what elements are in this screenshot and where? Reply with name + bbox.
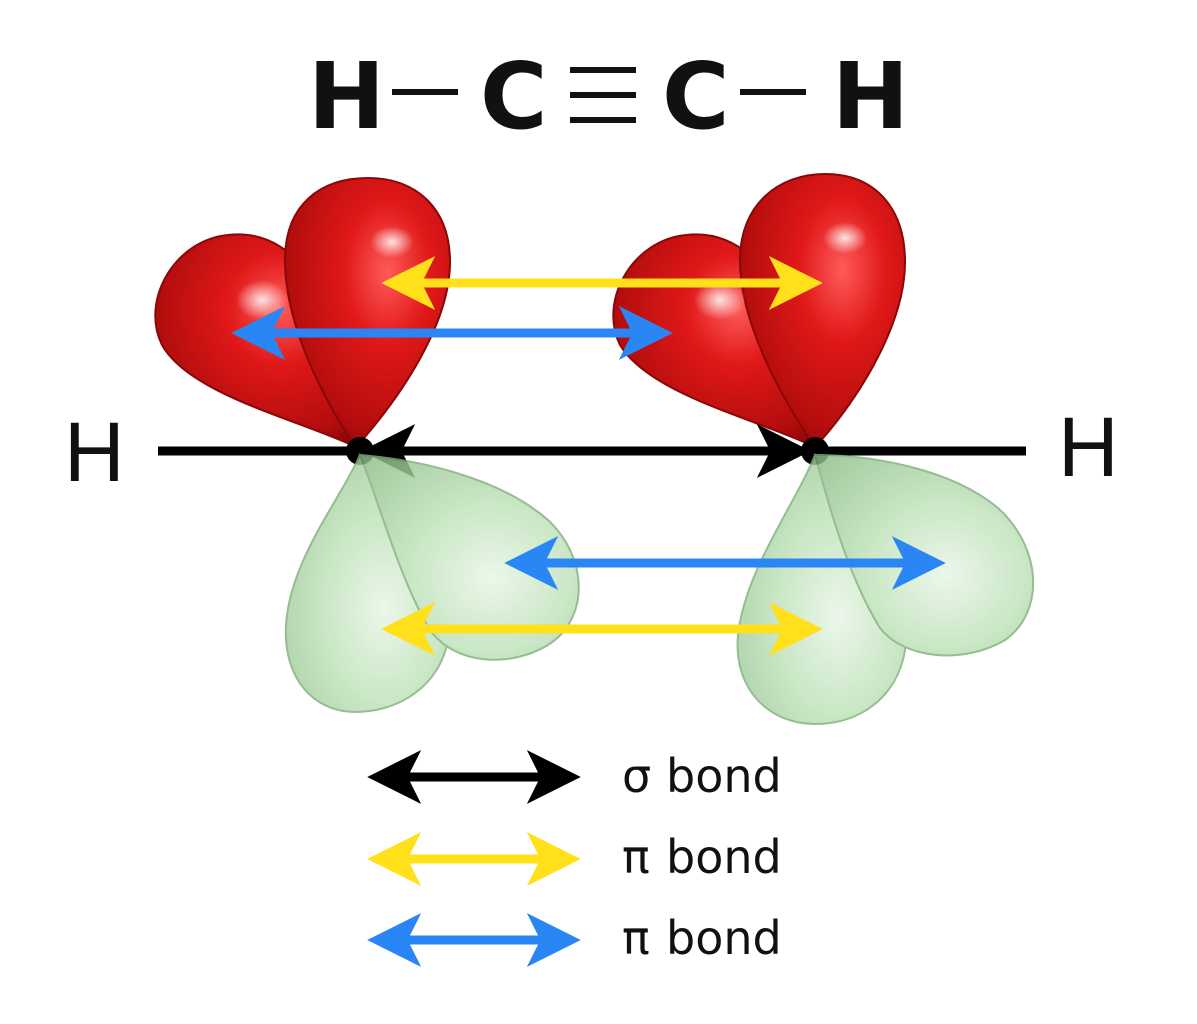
lower-lobes (284, 452, 1034, 726)
legend-symbol: π (622, 830, 650, 884)
hydrogen-label-right: H (1058, 400, 1119, 494)
legend-symbol: π (622, 911, 650, 965)
formula-atom-c-right: C (662, 43, 730, 150)
hydrogen-label-left: H (64, 405, 125, 499)
structural-formula: H C C H (308, 43, 909, 150)
formula-atom-c-left: C (480, 43, 548, 150)
formula-atom-h-right: H (832, 43, 909, 150)
legend-symbol: σ (622, 749, 651, 803)
legend-label: bond (666, 911, 782, 965)
legend-label: bond (666, 830, 782, 884)
upper-lobes (154, 172, 907, 449)
legend: σ bond π bond π bond (367, 749, 782, 967)
legend-item-pi-blue: π bond (367, 911, 782, 967)
legend-item-sigma: σ bond (367, 749, 782, 804)
legend-label: bond (666, 749, 782, 803)
formula-atom-h-left: H (308, 43, 385, 150)
formula-triple-bond (570, 67, 636, 123)
legend-item-pi-yellow: π bond (367, 830, 782, 886)
